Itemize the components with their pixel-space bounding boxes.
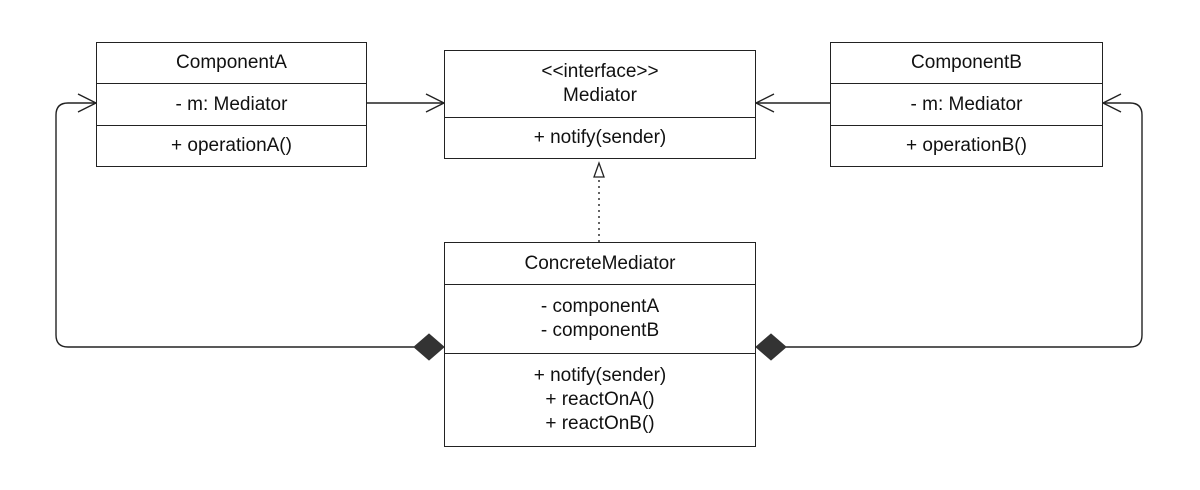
composition-b-diamond: [755, 333, 787, 361]
operations-section: + operationB(): [831, 126, 1102, 165]
operation: + reactOnB(): [545, 412, 655, 434]
operations-section: + notify(sender): [445, 118, 755, 157]
attribute: - componentA: [540, 296, 660, 317]
operation: + notify(sender): [533, 364, 667, 386]
class-component-b[interactable]: ComponentB - m: Mediator + operationB(): [830, 42, 1103, 167]
attribute: - m: Mediator: [910, 93, 1023, 115]
attribute: - m: Mediator: [175, 93, 288, 115]
attributes-section: - m: Mediator: [97, 84, 366, 126]
class-name: ComponentA: [97, 43, 366, 84]
class-name: ConcreteMediator: [445, 243, 755, 285]
class-name-text: ComponentB: [911, 52, 1022, 73]
class-concrete-mediator[interactable]: ConcreteMediator - componentA - componen…: [444, 242, 756, 447]
operation: + operationA(): [171, 134, 292, 156]
class-name-text: ConcreteMediator: [524, 252, 676, 274]
operations-section: + operationA(): [97, 126, 366, 165]
association-b-arrowhead: [754, 93, 775, 113]
operation: + reactOnA(): [545, 388, 655, 410]
class-component-a[interactable]: ComponentA - m: Mediator + operationA(): [96, 42, 367, 167]
composition-to-component-b: [786, 102, 1143, 348]
attributes-section: - m: Mediator: [831, 84, 1102, 126]
operation: + operationB(): [906, 134, 1027, 156]
operation: + notify(sender): [533, 126, 667, 148]
class-mediator-interface[interactable]: <<interface>> Mediator + notify(sender): [444, 50, 756, 159]
stereotype: <<interface>>: [541, 61, 659, 82]
attributes-section: - componentA - componentB: [445, 285, 755, 354]
attribute: - componentB: [540, 320, 660, 341]
composition-a-diamond: [413, 333, 445, 361]
class-name-text: Mediator: [563, 85, 637, 106]
operations-section: + notify(sender) + reactOnA() + reactOnB…: [445, 354, 755, 445]
composition-to-component-a: [55, 102, 414, 348]
class-name: <<interface>> Mediator: [445, 51, 755, 118]
class-name: ComponentB: [831, 43, 1102, 84]
realization-arrowhead: [593, 161, 605, 178]
composition-b-arrowhead: [1101, 93, 1122, 113]
class-name-text: ComponentA: [176, 52, 287, 73]
